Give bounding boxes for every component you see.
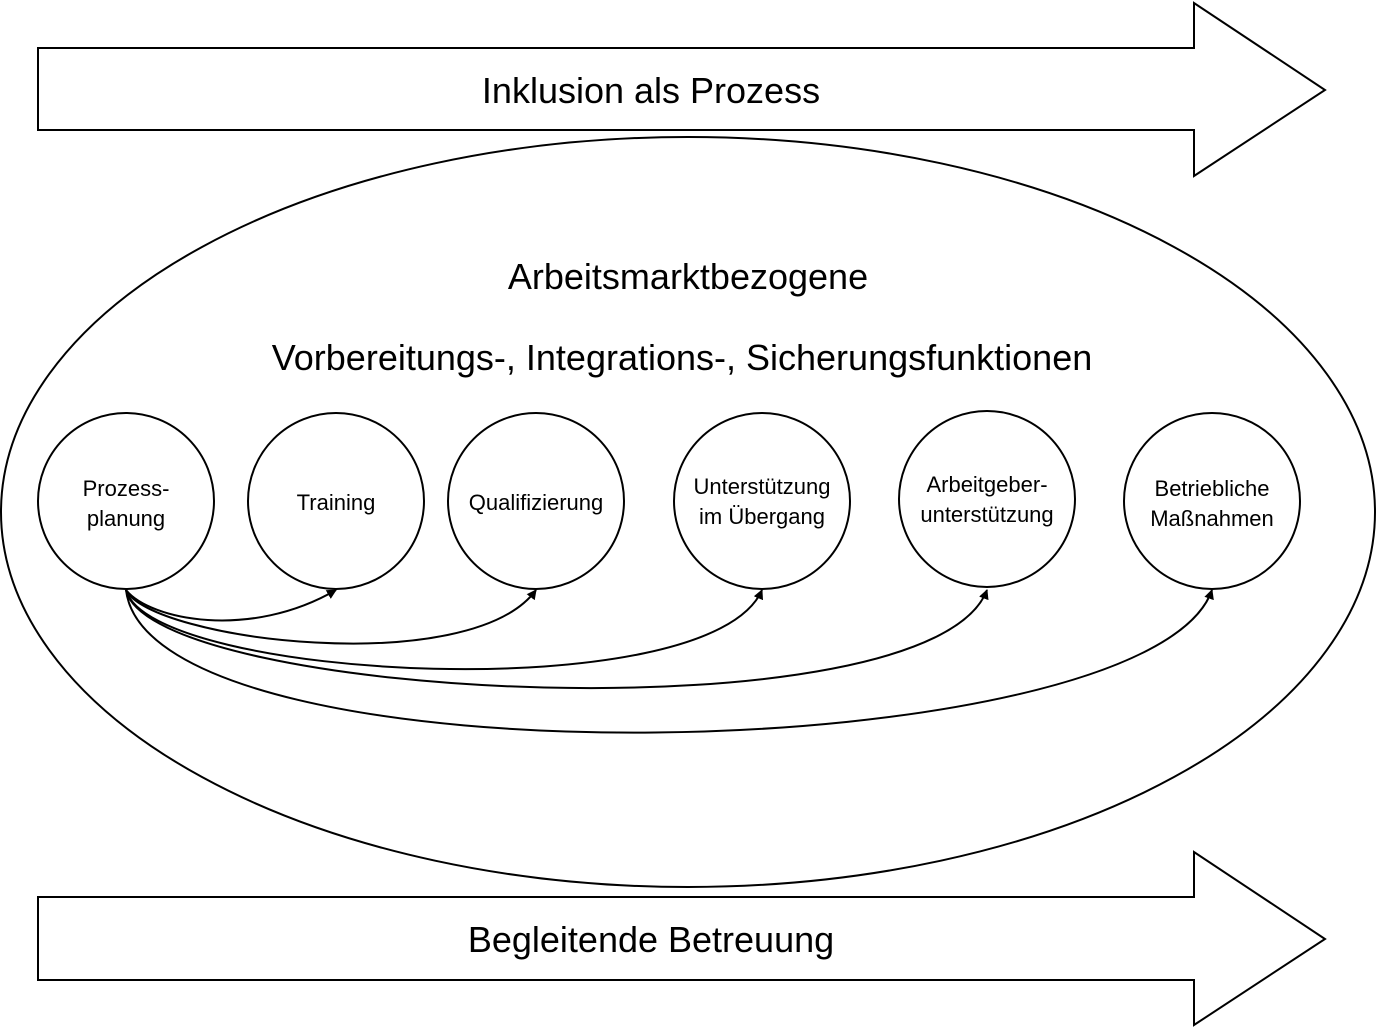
bottom-arrow-shape xyxy=(37,850,1327,1027)
top-arrow-label: Inklusion als Prozess xyxy=(482,70,820,111)
node-label-line2: planung xyxy=(87,506,165,531)
node-unterstuetzung-uebergang: Unterstützung im Übergang xyxy=(673,412,851,590)
top-arrow-shape xyxy=(37,1,1327,178)
node-label-line2: im Übergang xyxy=(699,504,825,529)
node-qualifizierung: Qualifizierung xyxy=(447,412,625,590)
ellipse-title-line1: Arbeitsmarktbezogene xyxy=(508,256,868,297)
node-arbeitgeberunterstuetzung: Arbeitgeber- unterstützung xyxy=(898,410,1076,588)
node-betriebliche-massnahmen: Betriebliche Maßnahmen xyxy=(1123,412,1301,590)
node-circle xyxy=(898,410,1076,588)
node-circle xyxy=(447,412,625,590)
node-prozessplanung: Prozess- planung xyxy=(37,412,215,590)
bottom-arrow: Begleitende Betreuung xyxy=(37,850,1327,1027)
connector-prozessplanung-unterstuetzung xyxy=(125,589,763,671)
connectors xyxy=(125,589,1214,734)
node-label-line1: Training xyxy=(297,490,376,515)
node-label-line2: unterstützung xyxy=(920,502,1053,527)
node-label-line1: Qualifizierung xyxy=(469,490,604,515)
ellipse-title-line2: Vorbereitungs-, Integrations-, Sicherung… xyxy=(272,337,1093,378)
node-label-line1: Unterstützung xyxy=(694,474,831,499)
node-training: Training xyxy=(247,412,425,590)
node-circle xyxy=(673,412,851,590)
connector-prozessplanung-arbeitgeber xyxy=(125,589,989,690)
connector-prozessplanung-qualifizierung xyxy=(125,589,537,645)
node-label-line2: Maßnahmen xyxy=(1150,506,1274,531)
node-circle xyxy=(247,412,425,590)
connector-prozessplanung-training xyxy=(125,589,337,622)
node-circle xyxy=(1123,412,1301,590)
node-label-line1: Betriebliche xyxy=(1155,476,1270,501)
bottom-arrow-label: Begleitende Betreuung xyxy=(468,919,834,960)
node-circle xyxy=(37,412,215,590)
node-label-line1: Arbeitgeber- xyxy=(926,472,1047,497)
connector-prozessplanung-betriebliche xyxy=(125,589,1214,734)
top-arrow: Inklusion als Prozess xyxy=(37,1,1327,178)
node-label-line1: Prozess- xyxy=(83,476,170,501)
